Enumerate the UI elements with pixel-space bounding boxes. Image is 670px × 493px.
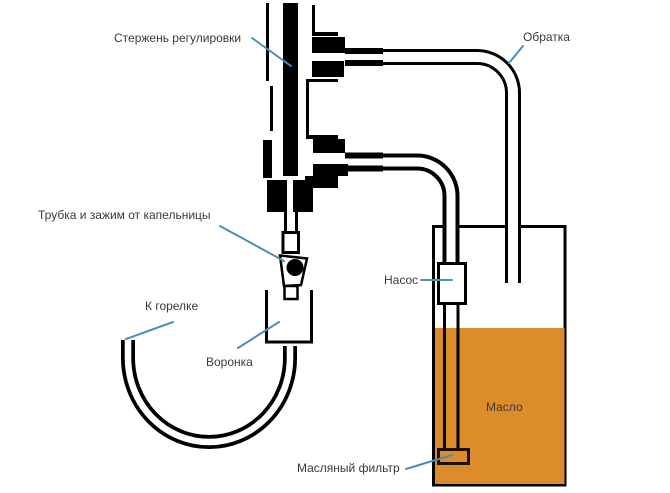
label-dropper-tube: Трубка и зажим от капельницы xyxy=(38,208,211,222)
leader-oil-filter xyxy=(405,454,453,470)
label-to-burner: К горелке xyxy=(145,299,199,313)
oil-filter-body xyxy=(437,448,470,465)
label-funnel: Воронка xyxy=(206,355,253,369)
valve-left-bar xyxy=(263,140,272,178)
outlet-tube-wall-left xyxy=(284,211,287,233)
label-return-line: Обратка xyxy=(523,30,570,44)
valve-right-line xyxy=(312,5,315,33)
leader-dropper-tube xyxy=(219,225,285,262)
pump-body xyxy=(437,262,467,305)
leader-regulation-rod xyxy=(251,37,292,67)
bracket-bottom xyxy=(306,135,338,139)
fitting-block-4 xyxy=(313,164,348,176)
pump-to-filter-pipe xyxy=(443,305,460,449)
funnel-shape xyxy=(265,290,313,344)
valve-base-left xyxy=(267,180,287,212)
valve-nozzle xyxy=(281,231,300,254)
leader-return-line xyxy=(508,45,524,64)
clamp-roller xyxy=(286,259,304,276)
fitting-block-5 xyxy=(305,176,338,188)
leader-to-burner xyxy=(125,321,174,340)
leader-lines xyxy=(125,37,524,470)
dropper-clamp xyxy=(278,254,309,301)
label-oil: Масло xyxy=(486,400,523,414)
fitting-block-1 xyxy=(312,37,345,53)
label-oil-filter: Масляный фильтр xyxy=(297,461,400,475)
label-regulation-rod: Стержень регулировки xyxy=(114,31,242,45)
valve-left-segment xyxy=(270,86,273,131)
suction-pipe xyxy=(345,152,460,264)
valve-base-right xyxy=(293,180,313,212)
label-pump: Насос xyxy=(384,273,419,287)
leader-funnel xyxy=(237,321,280,349)
clamp-stem xyxy=(283,284,299,301)
u-shaped-tube xyxy=(121,340,297,449)
regulation-rod xyxy=(283,3,298,176)
return-pipe xyxy=(345,48,521,283)
valve-assembly xyxy=(263,3,348,254)
outlet-tube-wall-right xyxy=(295,211,298,233)
valve-step xyxy=(312,32,338,36)
fitting-block-3 xyxy=(313,139,345,153)
bracket-top xyxy=(306,79,338,82)
fitting-block-2 xyxy=(312,61,344,77)
bracket-vertical xyxy=(306,82,309,137)
valve-left-line xyxy=(266,3,269,81)
